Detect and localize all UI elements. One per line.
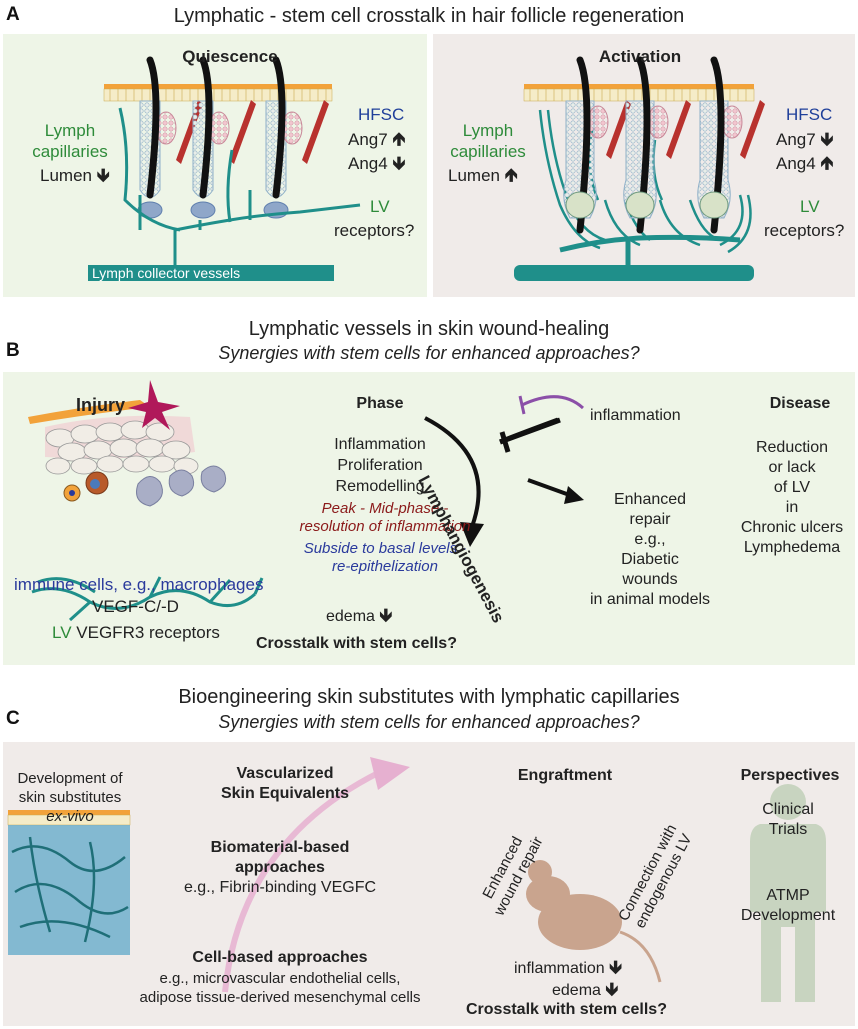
- skin-substitute: [7, 810, 131, 955]
- activation-receptors: receptors?: [764, 221, 845, 240]
- activation-heading: Activation: [598, 47, 682, 66]
- quiescence-heading: Quiescence: [182, 47, 278, 66]
- pink-arrow: [222, 769, 382, 993]
- peak-text: Peak - Mid-phase -resolution of inflamma…: [299, 500, 471, 535]
- vegfr3-label: LV VEGFR3 receptors: [52, 623, 220, 642]
- inflammation-b: inflammation: [590, 407, 681, 424]
- panel-b-title: Lymphatic vessels in skin wound-healing: [248, 318, 610, 340]
- activation-ang4: Ang4 🡹: [776, 153, 834, 173]
- wound-healing-illustration: [28, 380, 585, 622]
- lv-vessels: [31, 576, 264, 622]
- phase-heading: Phase: [356, 395, 404, 412]
- quiescence-panel: [3, 34, 427, 297]
- subside-text: Subside to basal levels -re-epithelizati…: [303, 540, 467, 575]
- quiescence-lumen-label: Lumen 🡻: [40, 165, 110, 185]
- injury-tissue: [28, 380, 199, 475]
- vegfc-label: VEGF-C/-D: [92, 597, 179, 616]
- quiescence-hfsc: HFSC: [358, 105, 405, 124]
- quiescence-skin: [103, 84, 333, 102]
- panel-b-letter: B: [6, 340, 20, 361]
- activation-collector-vessel: [514, 265, 754, 281]
- collector-vessels-label: Lymph collector vessels: [92, 265, 241, 281]
- activation-follicles: [563, 56, 765, 234]
- hair-follicle-illustration: [88, 56, 765, 281]
- activation-lumen-label: Lumen 🡹: [448, 165, 518, 185]
- injury-heading: Injury: [76, 395, 126, 415]
- disease-heading: Disease: [769, 395, 831, 412]
- panel-c-subtitle: Synergies with stem cells for enhanced a…: [218, 712, 640, 732]
- enhanced-repair: Enhanced repair e.g., Diabetic wounds in…: [589, 491, 711, 608]
- phase-inflammation: Inflammation: [334, 436, 426, 453]
- panel-a-letter: A: [6, 4, 20, 25]
- activation-collector-branches: [559, 234, 741, 270]
- phase-list: Inflammation Proliferation Remodelling: [320, 435, 440, 497]
- purple-inhibition: [521, 395, 585, 410]
- quiescence-lv: LV: [370, 197, 390, 216]
- bioengineering-panel: [3, 742, 855, 1026]
- quiescence-ang4: Ang4 🡻: [348, 153, 406, 173]
- panel-c-letter: C: [6, 708, 20, 729]
- activation-hfsc: HFSC: [786, 105, 833, 124]
- edema-label: edema 🡻: [326, 605, 393, 625]
- phase-proliferation: Proliferation: [337, 456, 423, 474]
- human-silhouette: [750, 784, 826, 1002]
- quiescence-receptors: receptors?: [334, 221, 415, 240]
- activation-ang7: Ang7 🡻: [776, 129, 834, 149]
- activation-lv: LV: [800, 197, 820, 216]
- quiescence-ang7: Ang7 🡹: [348, 129, 406, 149]
- quiescence-collector-vessel: [88, 265, 334, 281]
- inflammation-c: inflammation 🡻: [514, 957, 623, 977]
- perspectives-heading: Perspectives: [740, 767, 840, 784]
- immune-cells: [63, 465, 227, 507]
- disease-list: Reduction or lack of LV in Chronic ulcer…: [740, 439, 844, 556]
- phase-remodelling: Remodelling: [335, 477, 425, 495]
- phase-arrow: [424, 416, 481, 533]
- panel-a-title: Lymphatic - stem cell crosstalk in hair …: [173, 5, 685, 27]
- panel-b-subtitle: Synergies with stem cells for enhanced a…: [218, 343, 640, 363]
- quiescence-lymph-vessels: [118, 107, 361, 270]
- crosstalk-c: Crosstalk with stem cells?: [466, 1001, 667, 1018]
- crosstalk-b: Crosstalk with stem cells?: [256, 635, 457, 652]
- bioengineering-illustration: [7, 757, 826, 1002]
- edema-c: edema 🡻: [552, 979, 619, 999]
- panel-c-title: Bioengineering skin substitutes with lym…: [178, 686, 680, 708]
- quiescence-follicles: [137, 56, 329, 219]
- engraftment-heading: Engraftment: [517, 767, 613, 784]
- immune-cells-label: immune cells, e.g., macrophages: [14, 575, 264, 594]
- mouse-silhouette: [526, 860, 662, 983]
